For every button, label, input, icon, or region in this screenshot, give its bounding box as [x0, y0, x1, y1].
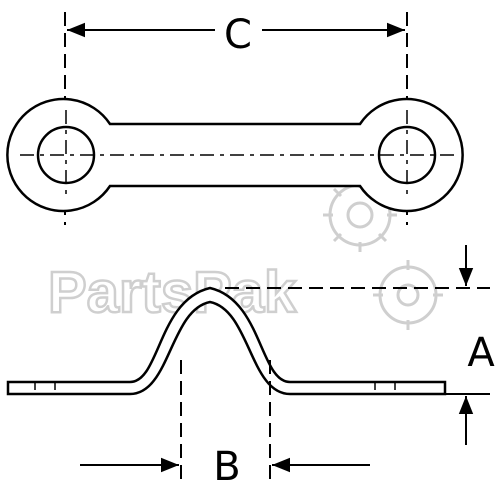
dimension-a-label: A [467, 330, 495, 376]
watermark: PartsPak [47, 178, 443, 330]
dimension-b-label: B [213, 444, 240, 490]
gear-icon [323, 178, 443, 330]
svg-text:PartsPak: PartsPak [48, 260, 297, 325]
side-view-hidden-lines [34, 382, 396, 394]
dimension-b [80, 360, 370, 485]
centerlines [20, 110, 455, 200]
dimension-c-label: C [224, 12, 252, 58]
dimension-a [225, 245, 490, 445]
